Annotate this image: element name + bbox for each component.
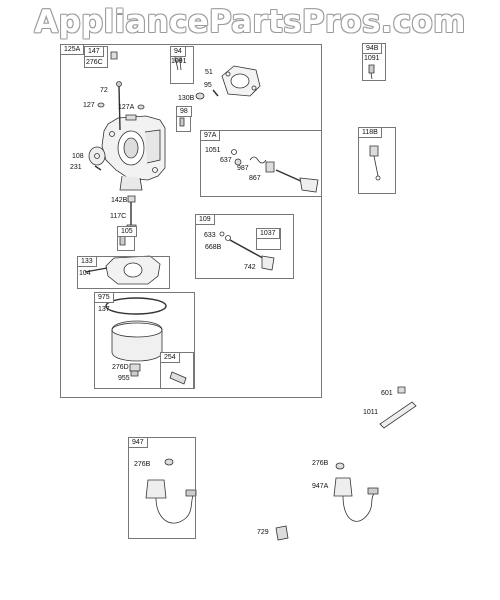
- label-947A: 947A: [312, 483, 329, 490]
- tag-105: 105: [117, 226, 137, 237]
- tag-118B: 118B: [358, 127, 382, 138]
- tag-94: 94: [170, 46, 186, 57]
- group-254: 254: [160, 352, 194, 389]
- group-1037: 1037: [256, 228, 281, 250]
- label-104: 104: [79, 270, 91, 277]
- tag-109: 109: [195, 214, 215, 225]
- tag-947: 947: [128, 437, 148, 448]
- group-118B: 118B: [358, 127, 396, 194]
- group-94B: 94B: [362, 43, 386, 81]
- label-117C: 117C: [110, 213, 127, 220]
- label-276B-947: 276B: [134, 461, 151, 468]
- label-231: 231: [70, 164, 82, 171]
- group-133: 133: [77, 256, 170, 289]
- label-633: 633: [204, 232, 216, 239]
- label-108: 108: [72, 153, 84, 160]
- tag-1037: 1037: [256, 228, 280, 239]
- group-947: 947: [128, 437, 196, 539]
- label-127A: 127A: [118, 104, 135, 111]
- label-987: 987: [237, 165, 249, 172]
- label-955: 955: [118, 375, 130, 382]
- label-1091-94B: 1091: [364, 55, 380, 62]
- label-1051: 1051: [205, 147, 221, 154]
- label-276B: 276B: [312, 460, 329, 467]
- label-127: 127: [83, 102, 95, 109]
- label-601: 601: [381, 390, 393, 397]
- tag-125A: 125A: [60, 44, 85, 55]
- label-95: 95: [204, 82, 212, 89]
- label-1011: 1011: [363, 409, 379, 416]
- label-276C: 276C: [86, 59, 103, 66]
- group-109: 109: [195, 214, 294, 279]
- group-94: 94: [170, 46, 194, 84]
- group-975: 975: [94, 292, 195, 389]
- label-867: 867: [249, 175, 261, 182]
- tag-94B: 94B: [362, 43, 383, 54]
- label-142B: 142B: [111, 197, 128, 204]
- label-729: 729: [257, 529, 269, 536]
- tag-133: 133: [77, 256, 97, 267]
- carburetor-body: [102, 115, 165, 190]
- group-97A: 97A: [200, 130, 322, 197]
- label-742: 742: [244, 264, 256, 271]
- tag-254: 254: [160, 352, 180, 363]
- label-51: 51: [205, 69, 213, 76]
- tag-975: 975: [94, 292, 114, 303]
- group-98: 98: [176, 106, 192, 132]
- tag-147: 147: [84, 46, 104, 57]
- watermark: AppliancePartsPros.com: [34, 4, 466, 40]
- label-637: 637: [220, 157, 232, 164]
- group-147: 147: [84, 46, 108, 68]
- label-130B: 130B: [178, 95, 195, 102]
- group-125A: 125A: [60, 44, 322, 398]
- label-276D: 276D: [112, 364, 129, 371]
- label-72: 72: [100, 87, 108, 94]
- label-137: 137: [98, 306, 110, 313]
- label-1091: 1091: [171, 58, 187, 65]
- gasket-108: [89, 147, 105, 165]
- tag-98: 98: [176, 106, 192, 117]
- label-668B: 668B: [205, 244, 222, 251]
- tag-97A: 97A: [200, 130, 221, 141]
- group-105: 105: [117, 226, 137, 251]
